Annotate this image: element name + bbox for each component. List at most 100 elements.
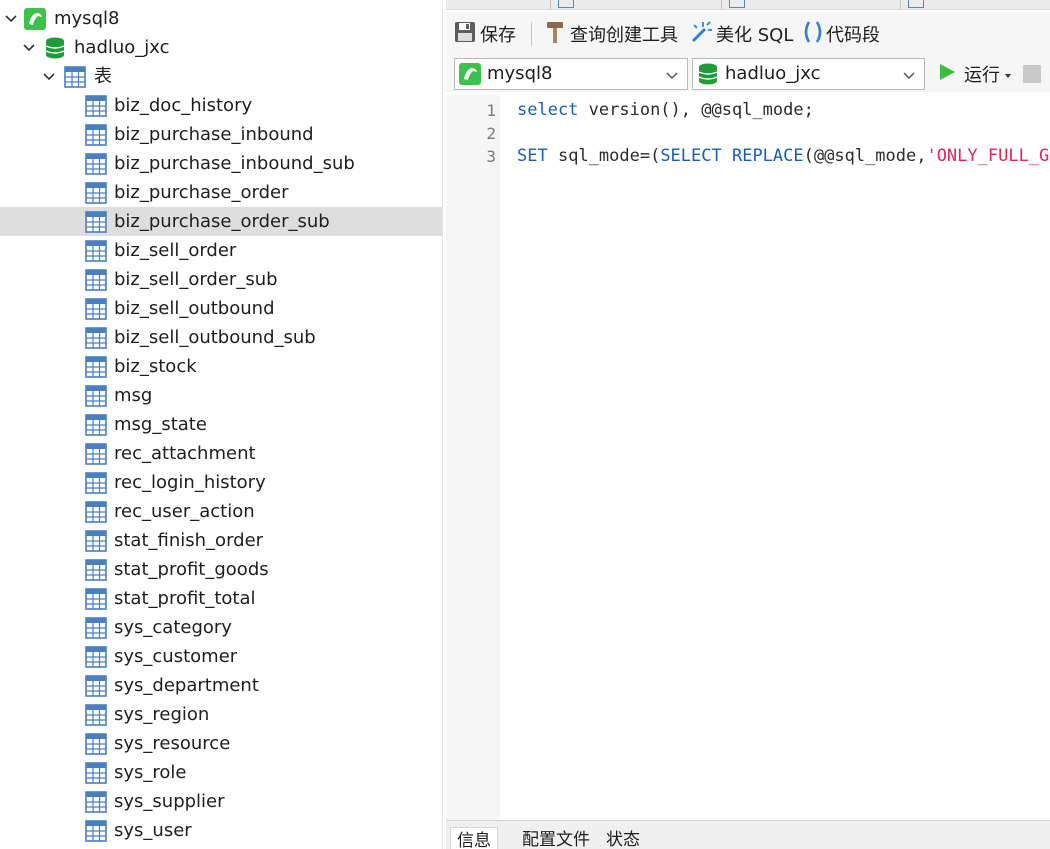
tree-node-table[interactable]: stat_profit_goods <box>0 555 442 584</box>
query-editor-pane: 保存 查询创建工具 <box>446 0 1050 849</box>
query-tab-strip <box>446 0 1050 10</box>
tree-node-table[interactable]: rec_attachment <box>0 439 442 468</box>
tree-node-table[interactable]: biz_purchase_inbound_sub <box>0 149 442 178</box>
tab-separator <box>721 0 722 9</box>
magic-wand-icon <box>688 20 712 49</box>
tree-node-table[interactable]: biz_stock <box>0 352 442 381</box>
chevron-down-icon <box>902 67 916 88</box>
tree-node-label: biz_purchase_inbound_sub <box>114 153 355 174</box>
table-icon <box>85 588 107 610</box>
tree-node-label: sys_region <box>114 704 210 725</box>
tree-node-label: sys_category <box>114 617 232 638</box>
table-icon <box>85 211 107 233</box>
tree-node-label: biz_sell_order <box>114 240 237 261</box>
save-label: 保存 <box>480 25 516 46</box>
tree-node-table[interactable]: sys_role <box>0 758 442 787</box>
line-number-gutter: 1 2 3 <box>446 95 500 820</box>
sql-text: version(), @@sql_mode; <box>578 100 814 120</box>
sql-keyword: SELECT <box>660 146 722 166</box>
tree-node-label: sys_resource <box>114 733 231 754</box>
tree-node-label: sys_customer <box>114 646 238 667</box>
tree-node-table[interactable]: sys_supplier <box>0 787 442 816</box>
database-select-value: hadluo_jxc <box>725 63 821 84</box>
table-icon <box>85 530 107 552</box>
stop-button[interactable] <box>1023 65 1041 83</box>
mysql-connection-icon <box>24 8 46 30</box>
tab-status[interactable]: 状态 <box>606 830 640 849</box>
tree-node-table[interactable]: rec_login_history <box>0 468 442 497</box>
tree-node-table[interactable]: biz_sell_order_sub <box>0 265 442 294</box>
tree-node-label: msg <box>114 385 153 406</box>
tree-node-label: rec_login_history <box>114 472 266 493</box>
tree-node-table[interactable]: biz_doc_history <box>0 91 442 120</box>
tree-node-label: biz_doc_history <box>114 95 253 116</box>
connection-selector-row: mysql8 hadluo_jxc <box>446 56 1050 92</box>
save-icon <box>454 21 476 48</box>
chevron-down-icon <box>665 67 679 88</box>
tree-node-table[interactable]: biz_purchase_order <box>0 178 442 207</box>
sql-code-area[interactable]: 1 2 3 select version(), @@sql_mode; SET … <box>446 95 1050 820</box>
tree-node-table[interactable]: sys_department <box>0 671 442 700</box>
tree-node-label: biz_sell_outbound_sub <box>114 327 316 348</box>
tree-node-table[interactable]: sys_customer <box>0 642 442 671</box>
query-builder-label: 查询创建工具 <box>570 25 678 46</box>
code-line-3[interactable]: SET sql_mode=(SELECT REPLACE(@@sql_mode,… <box>517 145 1050 168</box>
table-icon <box>85 472 107 494</box>
save-button[interactable]: 保存 <box>454 12 516 56</box>
tree-node-label: rec_user_action <box>114 501 255 522</box>
tree-node-table[interactable]: biz_sell_order <box>0 236 442 265</box>
code-snippet-button[interactable]: 代码段 <box>802 12 880 56</box>
tree-node-table[interactable]: biz_sell_outbound <box>0 294 442 323</box>
tree-node-table[interactable]: sys_user <box>0 816 442 845</box>
tree-node-label: sys_role <box>114 762 187 783</box>
tree-node-label: biz_sell_outbound <box>114 298 275 319</box>
query-builder-button[interactable]: 查询创建工具 <box>544 12 678 56</box>
chevron-down-icon[interactable] <box>42 70 56 84</box>
run-button[interactable]: 运行 <box>938 58 1012 90</box>
database-select[interactable]: hadluo_jxc <box>692 58 925 90</box>
tree-node-table[interactable]: stat_profit_total <box>0 584 442 613</box>
tree-node-table[interactable]: biz_sell_outbound_sub <box>0 323 442 352</box>
tree-node-table[interactable]: sys_region <box>0 700 442 729</box>
table-icon <box>85 559 107 581</box>
tree-node-table[interactable]: sys_category <box>0 613 442 642</box>
tree-node-connection[interactable]: mysql8 <box>0 4 442 33</box>
run-label: 运行 <box>964 65 1000 86</box>
table-icon <box>85 95 107 117</box>
chevron-down-icon[interactable] <box>22 41 36 55</box>
tree-node-label: sys_supplier <box>114 791 225 812</box>
beautify-sql-button[interactable]: 美化 SQL <box>688 12 793 56</box>
tree-node-label: biz_stock <box>114 356 197 377</box>
tree-node-table[interactable]: biz_purchase_inbound <box>0 120 442 149</box>
tree-node-label: sys_user <box>114 820 192 841</box>
tree-node-label: 表 <box>94 66 112 87</box>
result-tab-bar: 信息 配置文件 状态 <box>446 820 1050 849</box>
tab-profile[interactable]: 配置文件 <box>522 830 590 849</box>
table-icon <box>85 240 107 262</box>
tree-node-table[interactable]: biz_purchase_order_sub <box>0 207 442 236</box>
tree-node-database[interactable]: hadluo_jxc <box>0 33 442 62</box>
tree-node-tables-group[interactable]: 表 <box>0 62 442 91</box>
beautify-sql-label: 美化 SQL <box>716 25 794 46</box>
tab-info[interactable]: 信息 <box>450 827 498 849</box>
tree-node-table[interactable]: msg_state <box>0 410 442 439</box>
sql-keyword: SET <box>517 146 548 166</box>
table-icon <box>85 327 107 349</box>
tree-node-table[interactable]: stat_finish_order <box>0 526 442 555</box>
tree-node-table[interactable]: sys_resource <box>0 729 442 758</box>
table-icon <box>85 385 107 407</box>
tree-node-table[interactable]: rec_user_action <box>0 497 442 526</box>
connection-select[interactable]: mysql8 <box>454 58 688 90</box>
table-tab-icon <box>729 0 745 8</box>
code-snippet-label: 代码段 <box>826 25 880 46</box>
table-folder-icon <box>64 66 86 88</box>
table-icon <box>85 443 107 465</box>
sql-string-literal: 'ONLY_FULL_GROUP_BY' <box>926 146 1050 166</box>
table-tab-icon <box>908 0 924 8</box>
code-line-1[interactable]: select version(), @@sql_mode; <box>517 99 814 122</box>
run-dropdown-icon[interactable] <box>1004 64 1012 85</box>
tree-node-label: stat_profit_total <box>114 588 256 609</box>
chevron-down-icon[interactable] <box>4 12 18 26</box>
tree-node-table[interactable]: msg <box>0 381 442 410</box>
